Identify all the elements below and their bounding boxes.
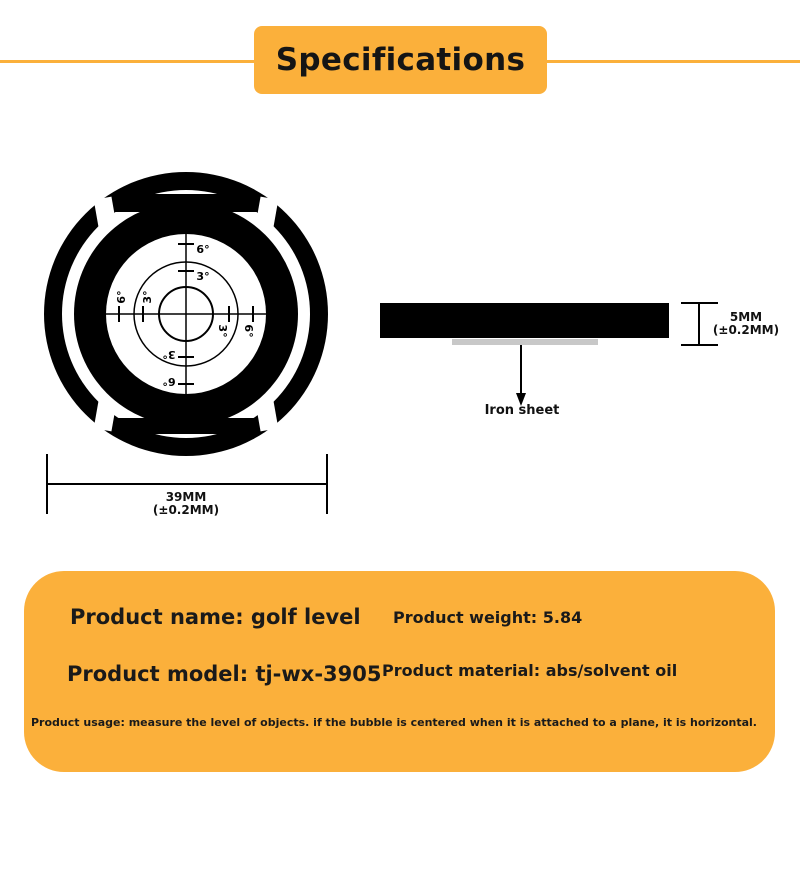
technical-drawing: 6° 3° 3° 6° 6° 3° 3° 6° (44, 172, 718, 514)
scale-label-top-6: 6° (196, 243, 209, 256)
diameter-tolerance: (±0.2MM) (152, 503, 220, 517)
thickness-tolerance: (±0.2MM) (712, 323, 780, 337)
product-material: Product material: abs/solvent oil (382, 661, 678, 680)
scale-label-right-6: 6° (242, 324, 255, 337)
diameter-dimension (46, 454, 328, 514)
page-title: Specifications (254, 26, 547, 94)
iron-sheet-label: Iron sheet (484, 403, 560, 418)
product-usage: Product usage: measure the level of obje… (31, 716, 757, 729)
scale-label-left-3: 3° (141, 290, 154, 303)
diameter-value: 39MM (165, 490, 207, 504)
diameter-label: 39MM (±0.2MM) (126, 491, 246, 517)
scale-label-bottom-3: 3° (162, 348, 175, 361)
bubble-level-side-view (380, 303, 669, 406)
product-weight: Product weight: 5.84 (393, 608, 583, 627)
thickness-dimension (681, 302, 718, 346)
bubble-level-top-view: 6° 3° 3° 6° 6° 3° 3° 6° (44, 172, 328, 456)
scale-label-left-6: 6° (115, 290, 128, 303)
header-line-right (545, 60, 800, 63)
spec-panel: Product name: golf level Product weight:… (24, 571, 775, 772)
scale-label-top-3: 3° (196, 270, 209, 283)
product-name: Product name: golf level (70, 605, 361, 629)
scale-label-bottom-6: 6° (162, 375, 175, 388)
product-model: Product model: tj-wx-3905 (67, 662, 382, 686)
header-line-left (0, 60, 256, 63)
thickness-value: 5MM (729, 310, 763, 324)
scale-label-right-3: 3° (216, 324, 229, 337)
thickness-label: 5MM (±0.2MM) (705, 311, 787, 337)
